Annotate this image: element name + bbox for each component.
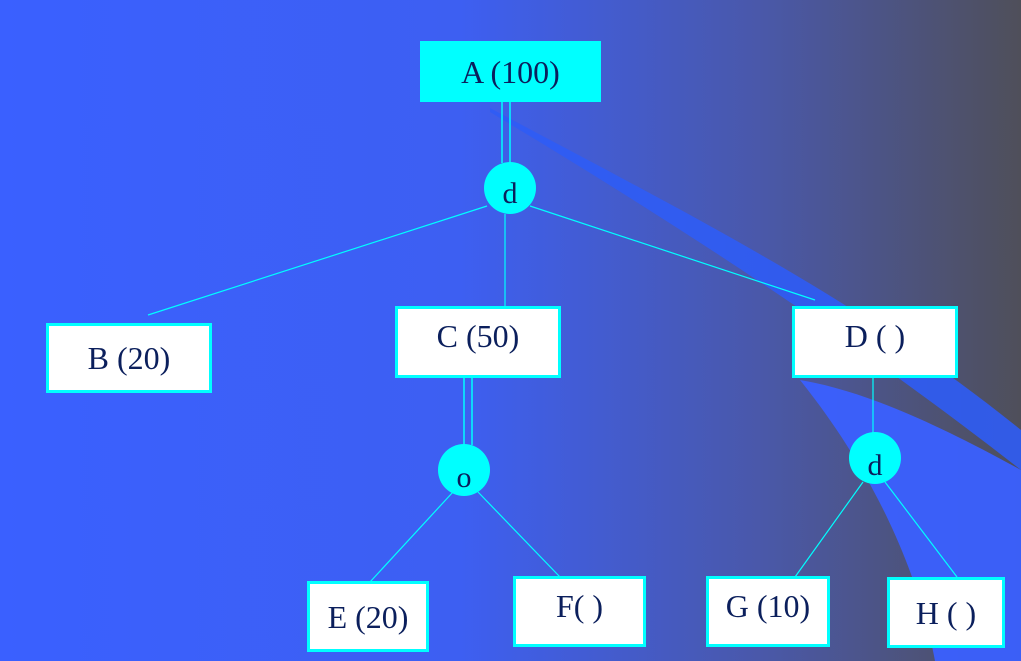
node-e: E (20) bbox=[307, 581, 429, 652]
constraint-d-label: d bbox=[867, 449, 883, 482]
constraint-circle-a: d bbox=[484, 162, 536, 214]
node-f-label: F( ) bbox=[555, 587, 604, 624]
constraint-c-label: o bbox=[456, 461, 472, 494]
constraint-circle-d: d bbox=[849, 432, 901, 484]
node-d-label: D ( ) bbox=[844, 318, 906, 354]
constraint-a-label: d bbox=[502, 177, 518, 210]
node-h-label: H ( ) bbox=[915, 594, 977, 631]
constraint-circle-c: o bbox=[438, 444, 490, 496]
node-a: A (100) bbox=[420, 41, 601, 102]
node-f: F( ) bbox=[513, 576, 646, 647]
node-a-label: A (100) bbox=[461, 53, 560, 90]
line-circle-h bbox=[884, 481, 958, 578]
background-swoosh bbox=[490, 108, 1021, 470]
line-circle-b bbox=[147, 205, 488, 316]
line-circle-g bbox=[794, 481, 864, 578]
node-g-label: G (10) bbox=[725, 587, 811, 624]
node-d: D ( ) bbox=[792, 306, 958, 378]
node-b-label: B (20) bbox=[87, 340, 171, 376]
node-e-label: E (20) bbox=[327, 598, 409, 635]
node-b: B (20) bbox=[46, 323, 212, 393]
node-g: G (10) bbox=[706, 576, 830, 647]
node-h: H ( ) bbox=[887, 577, 1005, 648]
line-circle-d bbox=[529, 205, 816, 301]
line-circle-e bbox=[369, 491, 454, 583]
node-c-label: C (50) bbox=[436, 318, 520, 354]
line-circle-f bbox=[477, 491, 561, 578]
node-c: C (50) bbox=[395, 306, 561, 378]
